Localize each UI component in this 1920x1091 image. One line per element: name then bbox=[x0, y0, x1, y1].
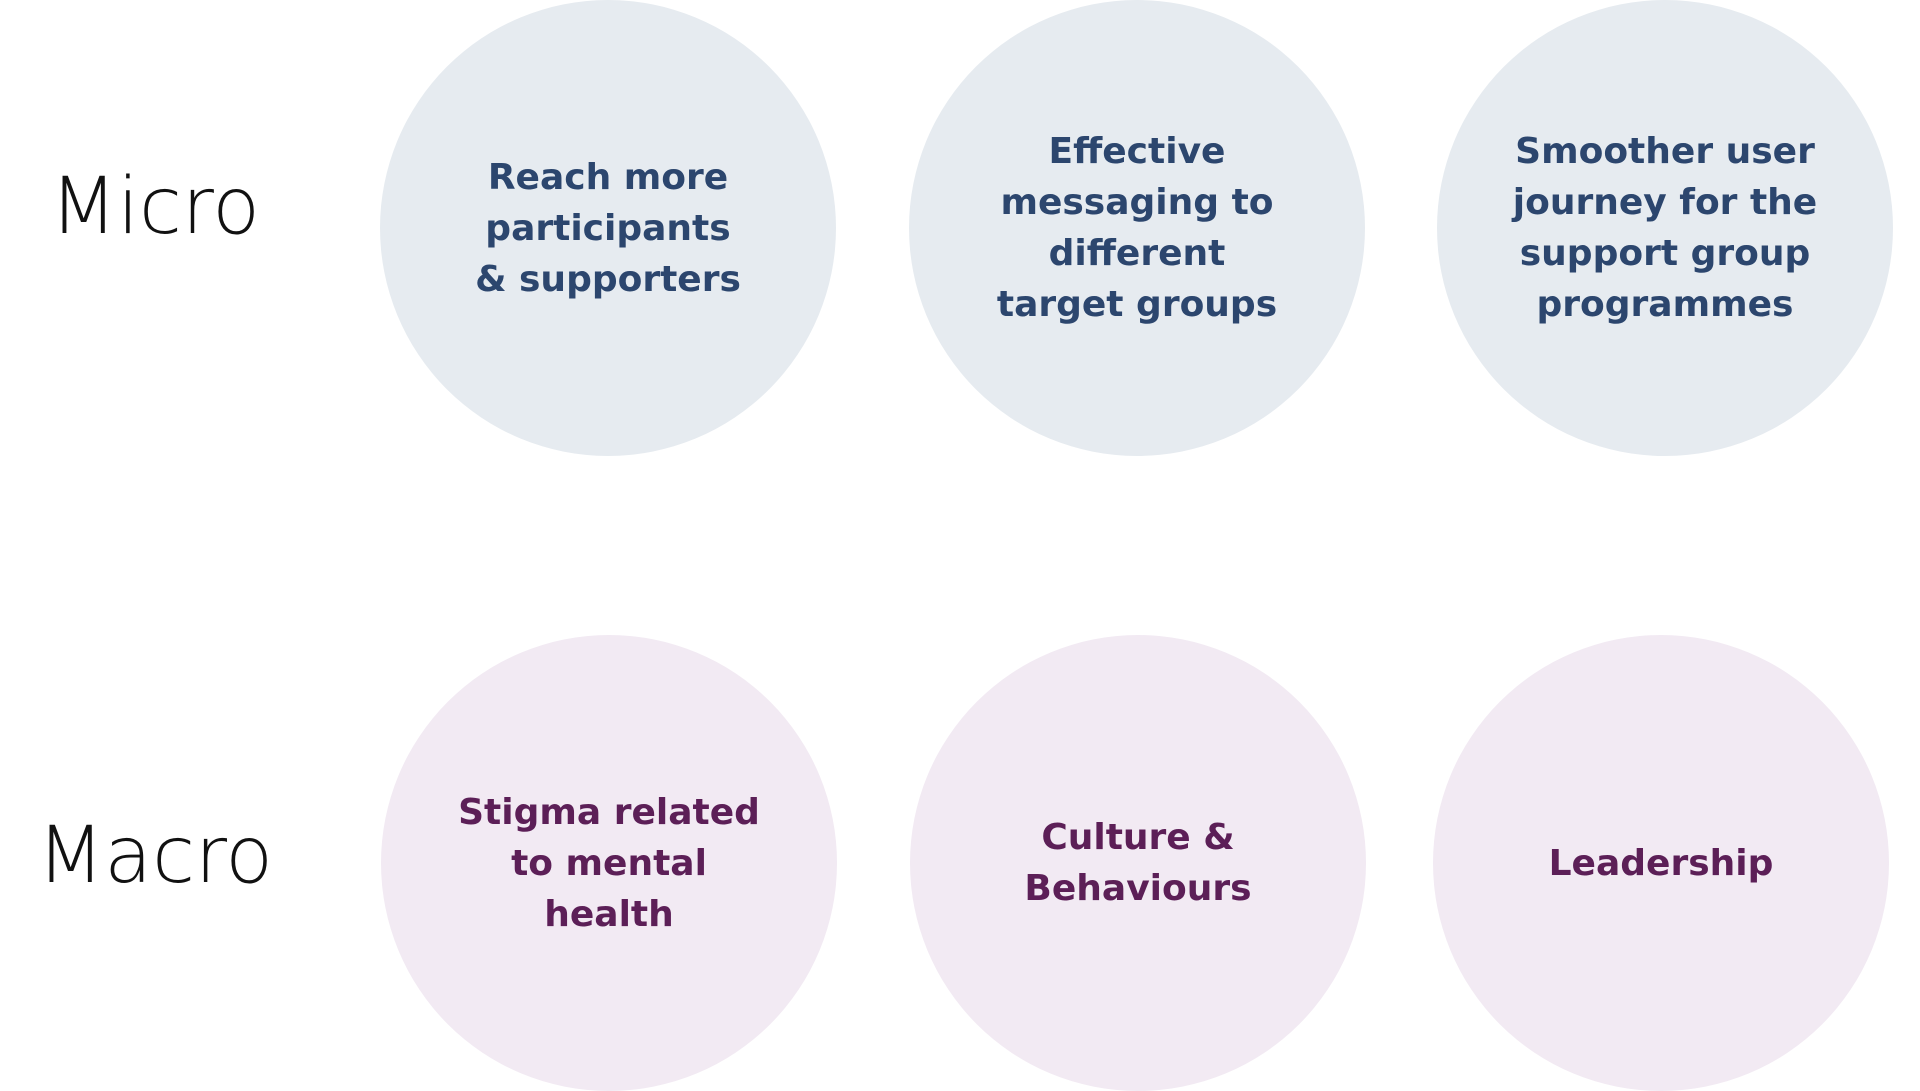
micro-circle-messaging-text: Effective messaging to different target … bbox=[996, 131, 1278, 325]
macro-circle-stigma-text: Stigma related to mental health bbox=[458, 791, 760, 935]
micro-circle-user-journey: Smoother user journey for the support gr… bbox=[1437, 0, 1893, 456]
micro-circle-user-journey-text: Smoother user journey for the support gr… bbox=[1512, 131, 1818, 325]
micro-row-label: Micro bbox=[50, 162, 260, 252]
macro-circle-culture-text: Culture & Behaviours bbox=[1024, 817, 1252, 909]
macro-row-label: Macro bbox=[36, 811, 274, 901]
micro-circle-reach: Reach more participants & supporters bbox=[380, 0, 836, 456]
micro-circle-messaging: Effective messaging to different target … bbox=[909, 0, 1365, 456]
macro-circle-culture: Culture & Behaviours bbox=[910, 635, 1366, 1091]
macro-circle-stigma: Stigma related to mental health bbox=[381, 635, 837, 1091]
micro-circle-reach-text: Reach more participants & supporters bbox=[475, 156, 741, 300]
macro-circle-leadership: Leadership bbox=[1433, 635, 1889, 1091]
macro-circle-leadership-text: Leadership bbox=[1548, 842, 1774, 884]
